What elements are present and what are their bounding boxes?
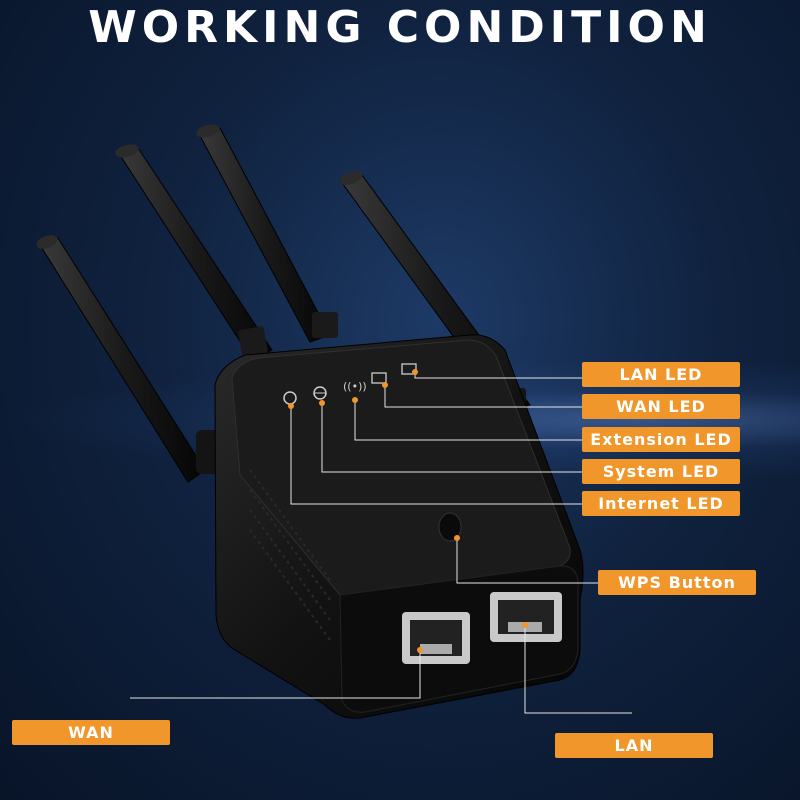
internet-led-label: Internet LED [582,491,740,516]
router-body: ((•)) [214,334,584,719]
antenna-1 [39,237,206,483]
antenna-2 [117,147,273,361]
antenna-3 [197,127,331,343]
leader-dots [288,369,528,653]
page-title: WORKING CONDITION [88,2,712,53]
system-led-label: System LED [582,459,740,484]
wan-port [402,612,470,664]
lan-label: LAN [555,733,713,758]
lan-led-label: LAN LED [582,362,740,387]
lan-port-icon [401,363,417,375]
lan-port [490,592,562,642]
vent-slots [249,469,331,641]
wan-port-icon [371,372,387,384]
signal-icon: ((•)) [343,380,367,393]
wan-led-label: WAN LED [582,394,740,419]
antenna-group [36,124,531,483]
wps-button-label: WPS Button [598,570,756,595]
wan-label: WAN [12,720,170,745]
leader-lines [130,372,632,714]
wps-button-shape [438,512,462,542]
extension-led-label: Extension LED [582,427,740,452]
